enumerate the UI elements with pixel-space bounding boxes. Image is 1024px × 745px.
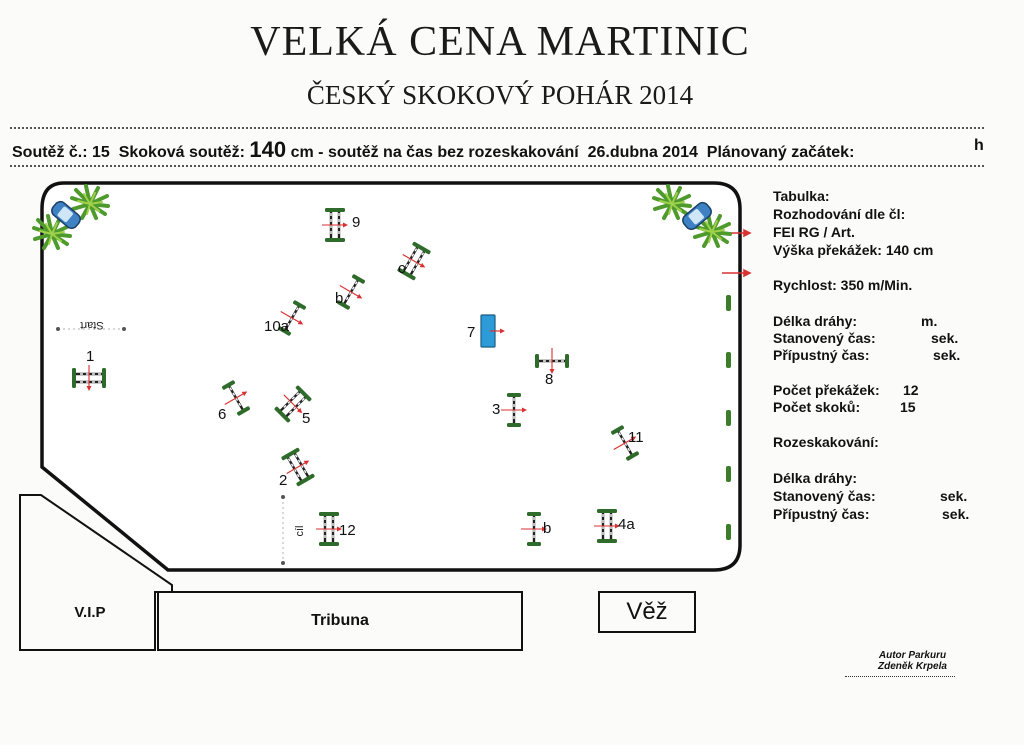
course-length-unit: m. [921, 313, 938, 329]
competition-type: Skoková soutěž: [118, 144, 245, 161]
obstacle-label-6: 6 [218, 406, 227, 423]
obstacle-label-1: 1 [86, 348, 95, 365]
exit-marker-arrows [722, 228, 752, 278]
obstacle-5 [274, 385, 312, 423]
author-name: Zdeněk Krpela [878, 661, 947, 672]
competition-info-bar: Soutěž č.: 15 Skoková soutěž: 140 cm - s… [12, 137, 984, 163]
hedge-row [726, 295, 731, 540]
judging-label: Rozhodování dle čl: [773, 206, 906, 222]
time-allowed-unit: sek. [931, 330, 959, 346]
jumpoff-length-label: Délka dráhy: [773, 470, 858, 486]
obstacle-label-2: 2 [279, 472, 288, 489]
obstacle-label-4b: b [543, 520, 552, 537]
arena-fence [40, 181, 742, 572]
obstacle-12 [316, 512, 342, 546]
obstacle-label-9: 9 [352, 214, 361, 231]
obstacle-9 [322, 208, 348, 242]
planned-start-label: Plánovaný začátek: [706, 144, 855, 161]
time-limit-label: Přípustný čas: [773, 347, 870, 363]
jumpoff-time-label: Stanovený čas: [773, 488, 876, 504]
jumpoff-limit-unit: sek. [942, 506, 970, 522]
obstacle-10b [336, 274, 366, 310]
obstacle-6 [221, 380, 251, 416]
obstacle-11 [610, 425, 640, 461]
start-label: Start [80, 319, 103, 331]
obstacle-label-4a: 4a [618, 516, 635, 533]
course-subtitle: ČESKÝ SKOKOVÝ POHÁR 2014 [306, 80, 694, 110]
time-limit-unit: sek. [933, 347, 961, 363]
planned-start-unit: h [974, 137, 984, 154]
obstacle-label-7: 7 [467, 324, 476, 341]
competition-number: Soutěž č.: 15 [12, 144, 110, 161]
finish-label: cíl [294, 526, 306, 537]
jumpoff-time-unit: sek. [940, 488, 968, 504]
competition-height: 140 [249, 137, 287, 162]
course-length-label: Délka dráhy: [773, 313, 858, 329]
obstacle-count-label: Počet překážek: [773, 382, 880, 398]
obstacle-2 [281, 447, 315, 487]
obstacle-label-10c: c [398, 260, 406, 277]
obstacle-label-10b: b [335, 290, 344, 307]
grandstand: Tribuna [157, 591, 523, 651]
obstacle-label-12: 12 [339, 522, 356, 539]
competition-description: cm - soutěž na čas bez rozeskakování [290, 144, 579, 161]
obstacle-label-10a: 10a [264, 318, 290, 335]
table-label: Tabulka: [773, 188, 830, 204]
obstacle-label-8: 8 [545, 371, 554, 388]
jump-count-value: 15 [900, 399, 916, 415]
obstacle-count-value: 12 [903, 382, 919, 398]
obstacle-height: Výška překážek: 140 cm [773, 242, 934, 258]
divider-bottom [10, 165, 984, 167]
divider-top [10, 127, 984, 129]
obstacle-3 [501, 393, 527, 427]
judges-tower: Věž [598, 591, 696, 633]
obstacle-label-3: 3 [492, 401, 501, 418]
obstacle-10c [397, 241, 431, 281]
obstacle-label-5: 5 [302, 410, 311, 427]
author-role: Autor Parkuru [878, 650, 947, 661]
obstacle-8 [535, 348, 569, 374]
obstacles-layer [72, 208, 640, 546]
course-author: Autor Parkuru Zdeněk Krpela [845, 650, 955, 677]
competition-date: 26.dubna 2014 [587, 144, 698, 161]
jumpoff-limit-label: Přípustný čas: [773, 506, 870, 522]
speed-label: Rychlost: 350 m/Min. [773, 277, 913, 293]
obstacle-7 [480, 314, 505, 348]
obstacle-4a [594, 509, 620, 543]
vip-label: V.I.P [74, 604, 106, 621]
rules-label: FEI RG / Art. [773, 224, 855, 240]
jump-count-label: Počet skoků: [773, 399, 861, 415]
obstacle-10a [277, 300, 307, 336]
obstacle-4b [521, 512, 547, 546]
obstacle-label-11: 11 [628, 429, 644, 446]
jumpoff-label: Rozeskakování: [773, 434, 879, 450]
time-allowed-label: Stanovený čas: [773, 330, 876, 346]
course-title: VELKÁ CENA MARTINIC [250, 19, 750, 65]
obstacle-1 [72, 365, 106, 391]
